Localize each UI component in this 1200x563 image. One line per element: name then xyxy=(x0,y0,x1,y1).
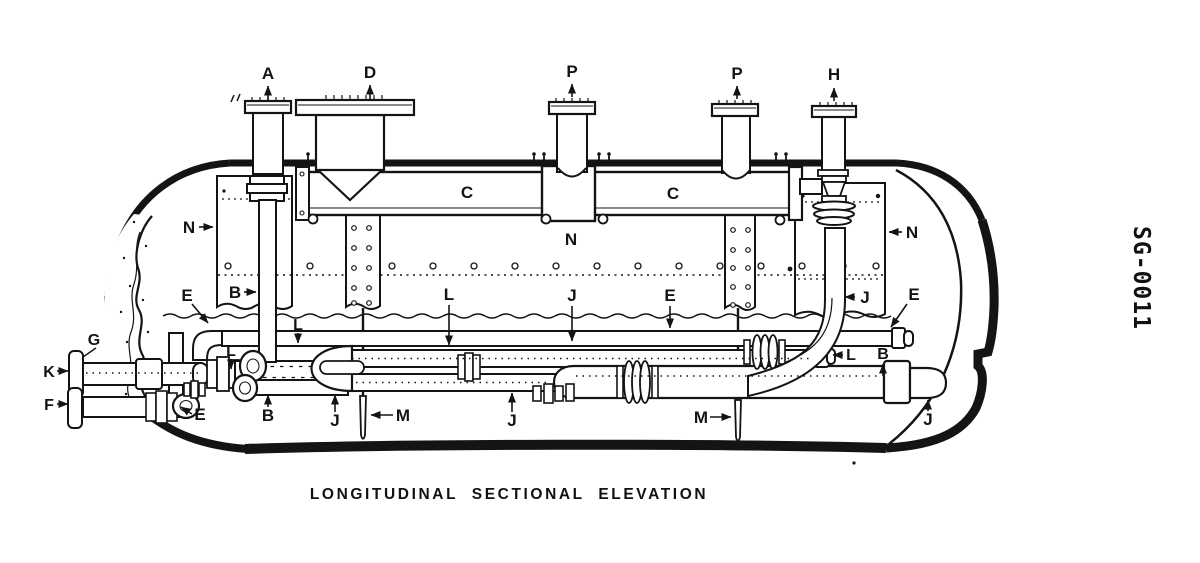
callout-k: K xyxy=(43,364,55,381)
header-h-stub xyxy=(799,178,823,195)
callout-n-center: N xyxy=(565,230,577,249)
callout-n-right: N xyxy=(906,223,918,242)
callout-e-center: E xyxy=(664,286,675,305)
callout-m-right: M xyxy=(694,408,708,427)
nozzle-h xyxy=(810,102,858,226)
k-pipe xyxy=(68,350,240,398)
jacket-end-cap xyxy=(908,366,948,400)
callout-j-center: J xyxy=(567,286,576,305)
water-line xyxy=(162,313,892,319)
callout-f: F xyxy=(44,397,54,414)
bellows-upper xyxy=(743,334,786,370)
nozzle-d-cone xyxy=(315,168,385,202)
callout-b-downcomer: B xyxy=(229,283,241,302)
callout-l-mid-left: L xyxy=(293,317,303,334)
callout-e-upper-left: E xyxy=(181,286,192,305)
drawing-caption: LONGITUDINAL SECTIONAL ELEVATION xyxy=(310,486,708,503)
callout-c-right: C xyxy=(667,184,679,203)
drain-fin-left xyxy=(359,395,367,440)
callout-nozzle-h: H xyxy=(828,65,840,84)
hanger-strap-left xyxy=(345,213,381,310)
f-flange xyxy=(67,387,83,429)
piping xyxy=(67,199,948,442)
nozzle-a xyxy=(230,93,293,202)
top-nozzles xyxy=(230,93,858,226)
callout-nozzle-p2: P xyxy=(731,64,742,83)
hairpin-tube xyxy=(310,344,817,393)
callout-e-right: E xyxy=(908,285,919,304)
callout-nozzle-a: A xyxy=(262,64,274,83)
h-bellows-rib xyxy=(816,216,852,226)
nozzle-p1 xyxy=(547,98,597,178)
callout-l-right: L xyxy=(846,347,856,364)
header-c xyxy=(295,152,823,226)
drain-fin-right xyxy=(734,399,742,442)
bellows-lower xyxy=(616,360,659,404)
callouts: A D P P H N N N C C B B B E E E E L xyxy=(43,62,933,430)
callout-e-lower-left: E xyxy=(194,405,205,424)
feed-pipe-e xyxy=(192,327,914,361)
callout-c-left: C xyxy=(461,183,473,202)
callout-l-left: L xyxy=(226,343,236,360)
callout-j-bottom-center: J xyxy=(507,411,516,430)
rivet-seam xyxy=(218,262,886,276)
callout-j-bottom-right: J xyxy=(923,410,932,429)
callout-b-right: B xyxy=(877,346,889,363)
jacket-collar xyxy=(882,359,912,405)
callout-m-left: M xyxy=(396,406,410,425)
downcomer-elbow xyxy=(231,373,259,403)
callout-n-left: N xyxy=(183,218,195,237)
nozzle-p2 xyxy=(710,100,760,180)
callout-b-bottom: B xyxy=(262,406,274,425)
nozzle-d xyxy=(294,95,416,202)
jacket-pipe xyxy=(532,359,948,405)
callout-g: G xyxy=(88,332,100,349)
callout-j-right-mid: J xyxy=(860,288,869,307)
hanger-strap-right xyxy=(724,213,756,311)
callout-l-center: L xyxy=(444,285,454,304)
callout-nozzle-d: D xyxy=(364,63,376,82)
drawing-number: SG-0011 xyxy=(1128,226,1154,330)
hairpin-slot xyxy=(319,360,365,375)
f-pipe xyxy=(67,387,201,429)
downcomer-pipe xyxy=(258,199,277,363)
callout-j-bottom-left: J xyxy=(330,411,339,430)
callout-nozzle-p1: P xyxy=(566,62,577,81)
